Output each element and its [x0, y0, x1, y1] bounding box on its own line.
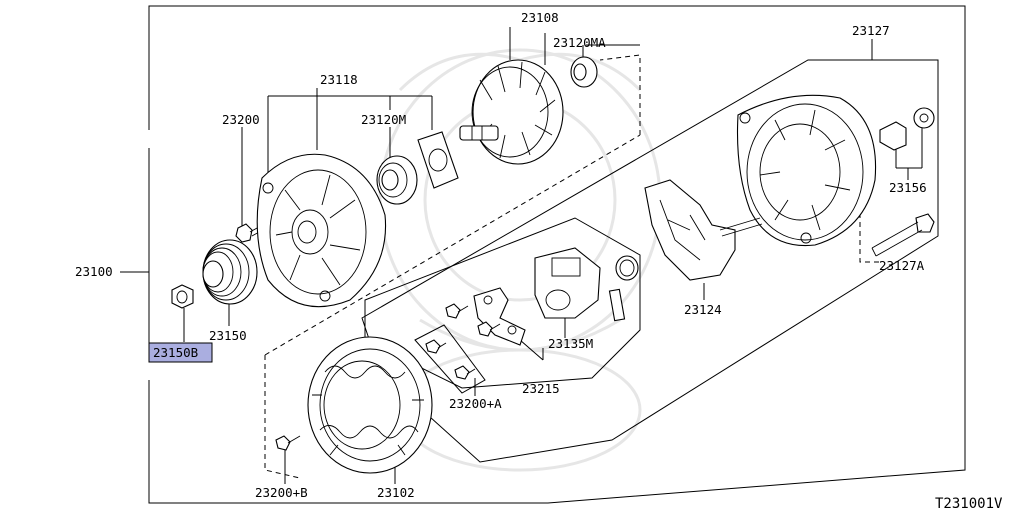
- label-rear-bearing[interactable]: 23120MA: [553, 35, 606, 50]
- label-through-bolt[interactable]: 23127A: [879, 258, 925, 273]
- rear-bearing-part[interactable]: [570, 56, 598, 88]
- pulley-nut-part[interactable]: [171, 284, 194, 309]
- part-labels: 23100 23150B 23150 23200 23118 23120M 23…: [75, 10, 1003, 511]
- front-cover-part[interactable]: [256, 153, 387, 308]
- leader-lines: [183, 27, 923, 484]
- regulator-part[interactable]: [534, 247, 639, 322]
- rear-cover-part[interactable]: [736, 94, 877, 247]
- label-screw-b[interactable]: 23200+B: [255, 485, 308, 500]
- label-rear-cover[interactable]: 23127: [852, 23, 890, 38]
- label-pulley-nut[interactable]: 23150B: [153, 345, 198, 360]
- screw-b-part[interactable]: [275, 435, 301, 451]
- label-alternator-assy[interactable]: 23100: [75, 264, 113, 279]
- label-rectifier[interactable]: 23124: [684, 302, 722, 317]
- alignment-dashes: [264, 54, 880, 479]
- label-front-bolt[interactable]: 23200: [222, 112, 260, 127]
- terminal-kit-part[interactable]: [879, 107, 935, 151]
- label-stator[interactable]: 23102: [377, 485, 415, 500]
- label-front-cover[interactable]: 23118: [320, 72, 358, 87]
- label-regulator[interactable]: 23135M: [548, 336, 593, 351]
- front-bearing-part[interactable]: [376, 155, 418, 205]
- screw-a-part[interactable]: [425, 339, 476, 380]
- gasket-plate-part[interactable]: [417, 131, 459, 189]
- label-front-bearing[interactable]: 23120M: [361, 112, 406, 127]
- drawing-code: T231001V: [935, 496, 1003, 511]
- screw-subframe: [414, 324, 486, 394]
- label-pulley[interactable]: 23150: [209, 328, 247, 343]
- label-terminal-kit[interactable]: 23156: [889, 180, 927, 195]
- highlight-box: [148, 342, 213, 363]
- stator-part[interactable]: [307, 336, 433, 474]
- rotor-part[interactable]: [459, 59, 564, 165]
- label-screw-a[interactable]: 23200+A: [449, 396, 502, 411]
- regulator-screws-part[interactable]: [445, 303, 501, 337]
- assembly-frame: [120, 5, 966, 504]
- rectifier-part[interactable]: [644, 179, 763, 281]
- label-rotor[interactable]: 23108: [521, 10, 559, 25]
- label-regulator-set[interactable]: 23215: [522, 381, 560, 396]
- pulley-part[interactable]: [202, 239, 258, 305]
- regulator-set-part[interactable]: [473, 287, 526, 346]
- through-bolt-part[interactable]: [871, 213, 935, 257]
